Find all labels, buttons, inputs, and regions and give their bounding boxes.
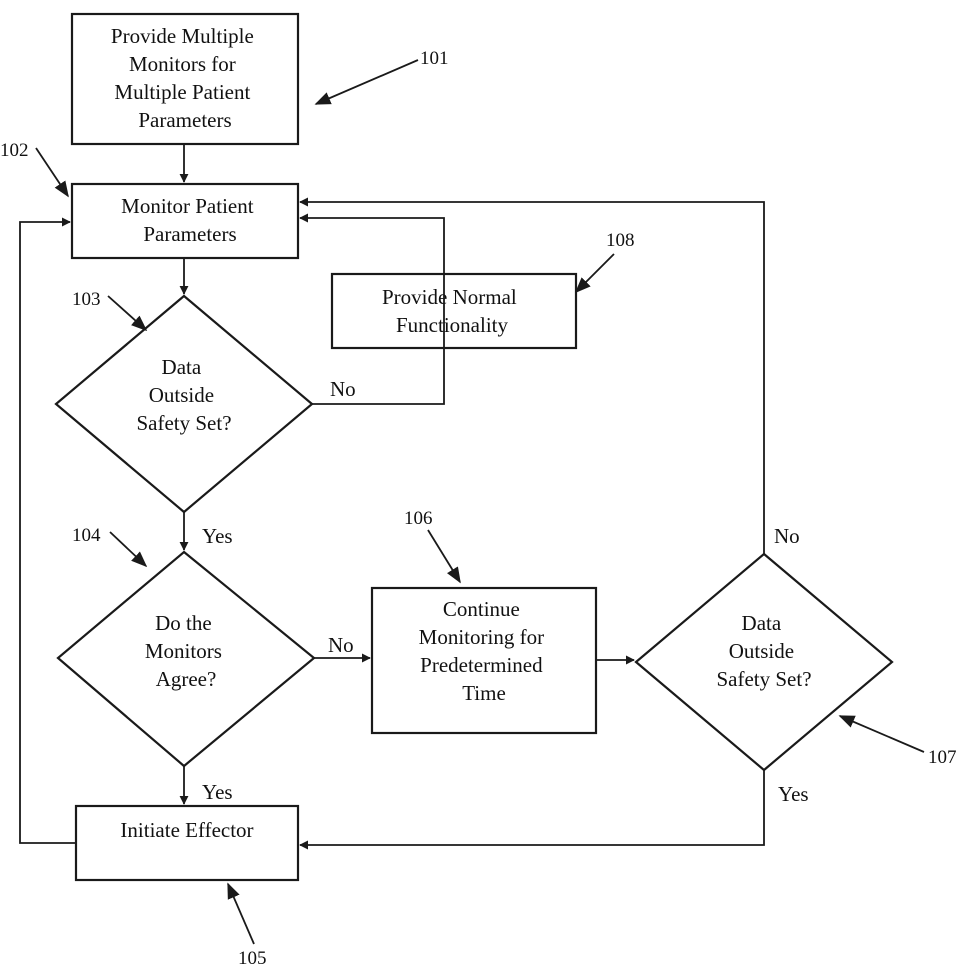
ref-107: 107 bbox=[928, 747, 957, 768]
edge-104-yes-label: Yes bbox=[202, 780, 233, 804]
edge-103-yes-label: Yes bbox=[202, 524, 233, 548]
node-105: Initiate Effector bbox=[76, 806, 298, 880]
ref-108: 108 bbox=[606, 230, 635, 251]
edge-105-loop-to-102 bbox=[20, 222, 76, 843]
ref-104: 104 bbox=[72, 525, 101, 546]
edge-107-yes-to-105 bbox=[300, 770, 764, 845]
leader-105 bbox=[228, 884, 254, 944]
edge-107-no-label: No bbox=[774, 524, 800, 548]
edge-103-no-label: No bbox=[330, 377, 356, 401]
leader-107 bbox=[840, 716, 924, 752]
edge-107-no-to-102 bbox=[300, 202, 764, 554]
ref-102: 102 bbox=[0, 140, 29, 161]
node-102: Monitor Patient Parameters bbox=[72, 184, 298, 258]
leader-108 bbox=[576, 254, 614, 292]
ref-101: 101 bbox=[420, 48, 449, 69]
leader-102 bbox=[36, 148, 68, 196]
node-103: Data Outside Safety Set? bbox=[56, 296, 312, 512]
node-105-label: Initiate Effector bbox=[120, 818, 253, 842]
node-107: Data Outside Safety Set? bbox=[636, 554, 892, 770]
node-106: Continue Monitoring for Predetermined Ti… bbox=[372, 588, 596, 733]
leader-103 bbox=[108, 296, 146, 330]
edge-104-no-label: No bbox=[328, 633, 354, 657]
ref-106: 106 bbox=[404, 508, 433, 529]
edge-107-yes-label: Yes bbox=[778, 782, 809, 806]
leader-106 bbox=[428, 530, 460, 582]
node-101: Provide Multiple Monitors for Multiple P… bbox=[72, 14, 298, 144]
node-108: Provide Normal Functionality bbox=[332, 274, 576, 348]
leader-104 bbox=[110, 532, 146, 566]
node-104-label: Do the Monitors Agree? bbox=[145, 611, 227, 691]
leader-101 bbox=[316, 60, 418, 104]
node-104: Do the Monitors Agree? bbox=[58, 552, 314, 766]
ref-105: 105 bbox=[238, 948, 267, 969]
ref-103: 103 bbox=[72, 289, 101, 310]
